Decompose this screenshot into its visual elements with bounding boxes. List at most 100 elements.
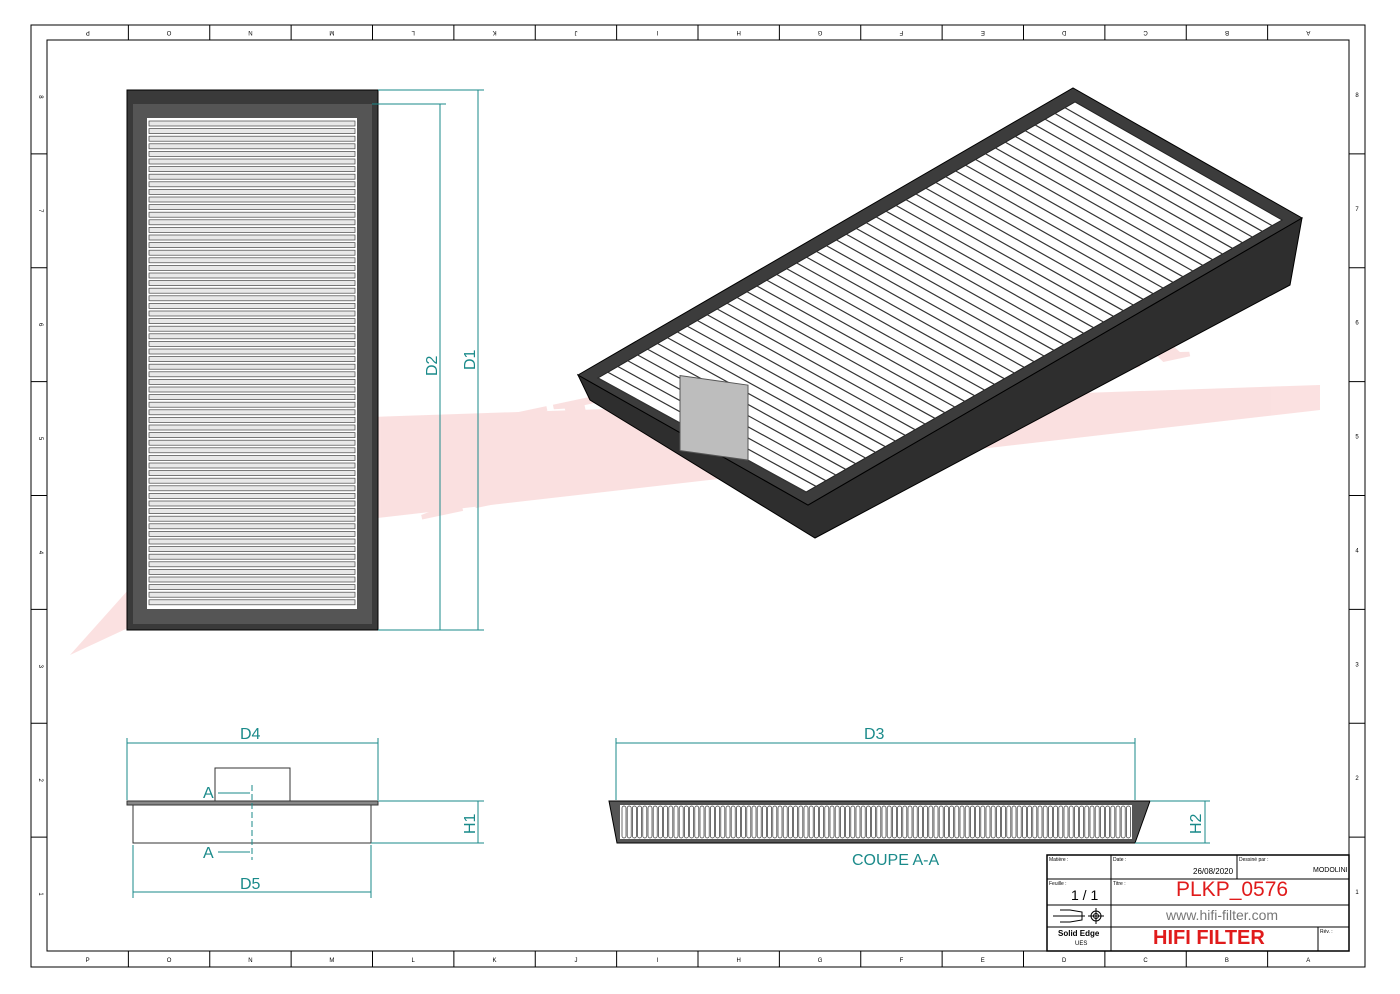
pleat (762, 805, 767, 839)
pleat (996, 805, 1001, 839)
border-column-label: O (167, 958, 172, 964)
pleat (148, 432, 356, 438)
company-name: HIFI FILTER (1153, 927, 1265, 949)
pleat (637, 805, 642, 839)
pleat (954, 805, 960, 839)
pleat (1037, 805, 1043, 839)
border-row-label: 3 (1355, 662, 1359, 668)
pleat (855, 805, 861, 839)
pleat (1044, 118, 1253, 238)
pleat (892, 805, 897, 839)
border-row-label: 4 (37, 551, 43, 555)
border-column-label: H (737, 29, 741, 35)
pleat (905, 199, 1114, 317)
pleat (148, 553, 356, 560)
pleat (148, 333, 356, 340)
material-label: Matière : (1049, 857, 1069, 863)
pleat (788, 805, 793, 839)
border-row-label: 1 (37, 892, 43, 896)
pleat (663, 805, 668, 839)
top-view (126, 89, 379, 631)
pleat (819, 805, 824, 839)
pleat (148, 379, 356, 385)
border-column-label: F (900, 958, 904, 964)
pleat (912, 805, 918, 839)
pleat (689, 805, 694, 839)
border-row-label: 5 (1355, 435, 1359, 441)
pleat (1100, 805, 1105, 839)
pleat (955, 170, 1164, 289)
pleat (697, 319, 906, 436)
pleat (148, 371, 356, 378)
pleat (925, 187, 1134, 306)
pleat (148, 401, 356, 408)
border-column-label: I (656, 29, 658, 35)
pleat (885, 210, 1094, 329)
pleat (148, 394, 356, 400)
pleat (1025, 130, 1233, 249)
pleat (1042, 805, 1048, 839)
pleat (876, 805, 882, 839)
pleat (148, 584, 356, 590)
projection-symbol-icon (1053, 908, 1104, 924)
pleat (746, 291, 956, 408)
dimension-d1-d2: D2 D1 (372, 89, 484, 631)
pleat (687, 325, 896, 442)
pleat (970, 805, 975, 839)
border-row-label: 7 (37, 209, 43, 213)
pleat (148, 455, 356, 461)
pleat (148, 135, 356, 142)
pleat (621, 805, 627, 839)
pleat (148, 447, 356, 454)
pleat (148, 227, 356, 233)
pleat (881, 805, 887, 839)
pleat (803, 805, 809, 839)
pleat (766, 279, 975, 397)
pleat (1015, 135, 1223, 255)
border-column-label: C (1143, 29, 1148, 35)
border-column-label: F (899, 29, 903, 35)
pleat (965, 164, 1174, 283)
section-mark-bottom: A (203, 845, 214, 862)
pleat (148, 569, 356, 575)
pleat (148, 242, 356, 248)
pleat (647, 805, 653, 839)
pleat (148, 211, 356, 218)
section-view: D3 H2 COUPE A-A (608, 726, 1210, 869)
border-column-label: G (818, 958, 823, 964)
pleat (1058, 805, 1064, 839)
pleat (148, 219, 356, 226)
pleat (915, 193, 1124, 312)
pleat (148, 234, 356, 241)
pleat (850, 805, 856, 839)
drawn-by-label: Dessiné par : (1239, 857, 1269, 863)
pleat (777, 805, 783, 839)
pleat (720, 805, 726, 839)
pleat (772, 805, 778, 839)
pleat (1063, 805, 1069, 839)
pleat (860, 805, 866, 839)
pleat (1001, 805, 1006, 839)
border-row-label: 1 (1355, 890, 1359, 896)
border-column-label: A (1306, 29, 1310, 35)
pleat (949, 805, 954, 839)
pleat (798, 805, 804, 839)
border-column-label: D (1062, 958, 1067, 964)
pleat (866, 222, 1075, 340)
pleat (1006, 805, 1012, 839)
title-label: Titre : (1113, 881, 1126, 887)
pleat (148, 287, 356, 294)
pleat (684, 805, 689, 839)
pleat (1068, 805, 1074, 839)
pleat (834, 805, 840, 839)
pleat (148, 561, 356, 568)
pleat (148, 356, 356, 362)
pleat (632, 805, 637, 839)
pleat (1016, 805, 1022, 839)
pleat (1053, 805, 1058, 839)
pleat (1089, 805, 1095, 839)
pleat (148, 439, 356, 446)
pleat (736, 296, 946, 414)
border-column-label: J (574, 958, 577, 964)
